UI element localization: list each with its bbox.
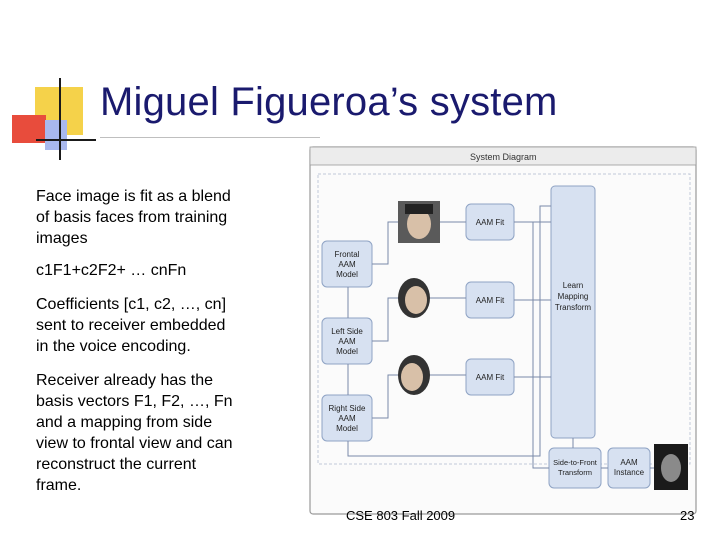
bullet-3: Coefficients [c1, c2, …, cn] sent to rec…	[36, 296, 227, 355]
diagram-header-bar	[309, 146, 697, 166]
diagram-connectors	[347, 205, 654, 469]
dashed-region	[317, 173, 691, 465]
aam-fit-box-1: AAM Fit	[465, 203, 515, 241]
bullet-4: Receiver already has the basis vectors F…	[36, 372, 233, 494]
aam-fit-box-2: AAM Fit	[465, 281, 515, 319]
aam-fit-label-1: AAM Fit	[476, 218, 505, 227]
bullet-2: c1F1+c2F2+ … cnFn	[36, 262, 187, 279]
footer-course: CSE 803 Fall 2009	[346, 508, 456, 523]
deco-red-square	[12, 115, 46, 143]
title-rule	[100, 137, 320, 138]
face-output	[654, 444, 688, 490]
face-frontal	[398, 201, 440, 243]
page-number: 23	[680, 508, 695, 523]
aam-fit-box-3: AAM Fit	[465, 358, 515, 396]
face-right	[398, 355, 430, 395]
slide-decoration	[12, 78, 96, 160]
face-left	[398, 278, 430, 318]
aam-fit-label-2: AAM Fit	[476, 296, 505, 305]
diagram-header: System Diagram	[470, 152, 537, 162]
aam-fit-label-3: AAM Fit	[476, 373, 505, 382]
bullet-1: Face image is fit as a blend of basis fa…	[36, 188, 231, 247]
deco-blue-square	[45, 120, 67, 150]
slide-title: Miguel Figueroa’s system	[100, 80, 558, 124]
